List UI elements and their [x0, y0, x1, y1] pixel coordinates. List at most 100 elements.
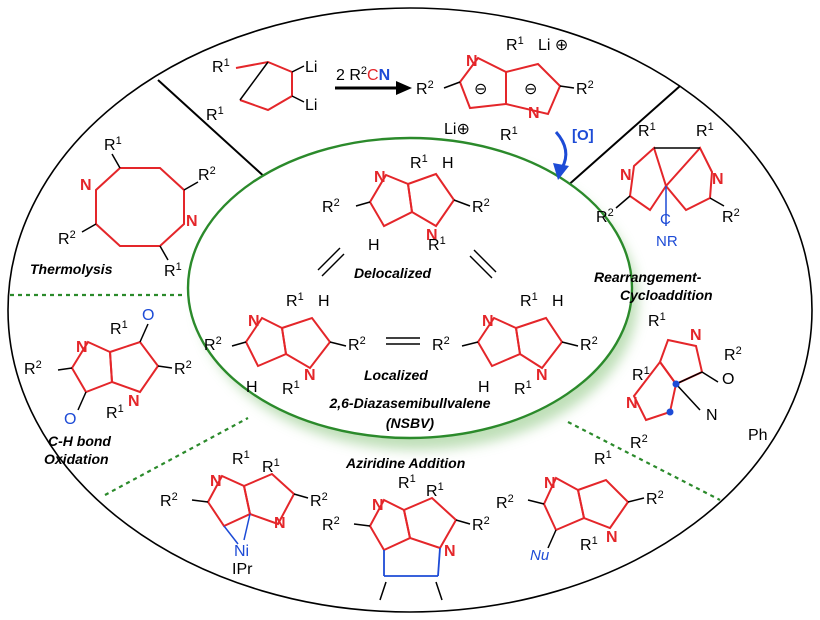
atom-label: R1 [638, 121, 656, 140]
atom-label: R2 [348, 335, 366, 354]
atom-label: Li [305, 97, 317, 114]
atom-label: N [482, 313, 494, 330]
atom-label: R2 [198, 165, 216, 184]
atom-label: R2 [596, 207, 614, 226]
atom-label: Ni [234, 543, 249, 560]
outer-ellipse [7, 7, 813, 613]
atom-label: R1 [410, 153, 428, 172]
divider-lower-left [104, 417, 249, 496]
charge-label: ⊖ [474, 81, 487, 98]
oxidant-label: [O] [572, 127, 594, 144]
atom-label: R1 [594, 449, 612, 468]
atom-label: R2 [646, 489, 664, 508]
atom-label: N [626, 395, 638, 412]
atom-label: N [528, 105, 540, 122]
atom-label: IPr [232, 561, 253, 578]
divider-top-right [564, 85, 681, 189]
atom-label: H [246, 379, 258, 396]
atom-label: N [80, 177, 92, 194]
atom-label: R1 [514, 379, 532, 398]
atom-label: R2 [24, 359, 42, 378]
atom-label: O [142, 307, 154, 324]
atom-label: R1 [286, 291, 304, 310]
atom-label: R1 [648, 311, 666, 330]
atom-label: Li⊕ [444, 121, 470, 138]
atom-label: N [304, 367, 316, 384]
atom-label: H [368, 237, 380, 254]
delocalized-label: Delocalized [354, 265, 431, 281]
atom-label: NR [656, 233, 678, 250]
atom-label: R1 [282, 379, 300, 398]
section-rearrangement-2: Cycloaddition [620, 287, 713, 303]
atom-label: H [552, 293, 564, 310]
section-aziridine: Aziridine Addition [345, 455, 465, 471]
section-rearrangement-1: Rearrangement- [594, 269, 702, 285]
atom-label: R2 [472, 197, 490, 216]
equilibrium-arrows-right [469, 249, 497, 279]
atom-label: R1 [580, 535, 598, 554]
atom-label: N [466, 53, 478, 70]
localized-label: Localized [364, 367, 428, 383]
atom-label: R1 [104, 135, 122, 154]
charge-label: ⊖ [524, 81, 537, 98]
atom-label: O [64, 411, 76, 428]
atom-label: N [274, 515, 286, 532]
cycloadduct-structure [632, 338, 719, 422]
atom-label: R1 [428, 235, 446, 254]
atom-label: N [706, 407, 718, 424]
atom-label: Li ⊕ [538, 37, 568, 54]
atom-label: R2 [322, 197, 340, 216]
atom-label: N [444, 543, 456, 560]
atom-label: C [660, 211, 671, 228]
atom-label: R2 [722, 207, 740, 226]
atom-label: Li [305, 59, 317, 76]
atom-label: R2 [416, 79, 434, 98]
atom-label: N [426, 227, 438, 244]
section-ch-oxidation-2: Oxidation [44, 451, 109, 467]
divider-top-left [157, 79, 269, 181]
atom-label: R2 [576, 79, 594, 98]
reaction-arrowhead [396, 81, 412, 95]
reagent-label: 2 R2CN [336, 65, 390, 84]
atom-label: O [722, 371, 734, 388]
section-thermolysis: Thermolysis [30, 261, 113, 277]
atom-label: R1 [164, 261, 182, 280]
atom-label: N [606, 529, 618, 546]
nucleophile-adduct-structure [527, 476, 645, 549]
atom-label: R1 [206, 105, 224, 124]
dione-structure [57, 323, 173, 411]
atom-label: N [690, 327, 702, 344]
atom-label: N [712, 171, 724, 188]
atom-label: R2 [322, 515, 340, 534]
atom-label: R1 [398, 473, 416, 492]
rearranged-structure [615, 146, 725, 226]
reactant-dilithio [235, 60, 305, 112]
atom-label: R1 [212, 57, 230, 76]
localized-structure-left [231, 316, 347, 370]
atom-label: R2 [496, 493, 514, 512]
atom-label: H [442, 155, 454, 172]
stereocenter-dot [666, 408, 674, 416]
atom-label: R2 [204, 335, 222, 354]
atom-label: R2 [174, 359, 192, 378]
atom-label: Ph [748, 427, 768, 444]
atom-label: N [620, 167, 632, 184]
atom-label: N [374, 169, 386, 186]
atom-label: R1 [110, 319, 128, 338]
atom-label: R2 [310, 491, 328, 510]
atom-label: R1 [696, 121, 714, 140]
atom-label: R2 [472, 515, 490, 534]
center-ellipse [186, 136, 634, 440]
atom-label: H [318, 293, 330, 310]
diazocine-structure [81, 153, 199, 261]
atom-label: R1 [506, 35, 524, 54]
atom-label: R2 [630, 433, 648, 452]
atom-label: R1 [520, 291, 538, 310]
atom-label: R2 [580, 335, 598, 354]
localized-structure-right [461, 316, 579, 370]
atom-label: R1 [262, 457, 280, 476]
nickel-complex-structure [191, 472, 309, 545]
atom-label: Nu [530, 547, 550, 564]
center-title: 2,6-Diazasemibullvalene [328, 395, 490, 411]
